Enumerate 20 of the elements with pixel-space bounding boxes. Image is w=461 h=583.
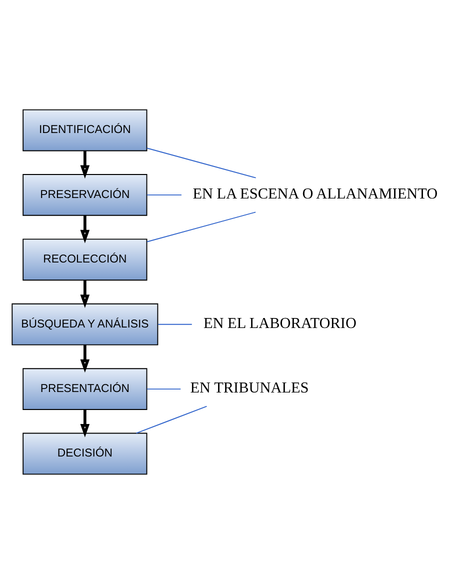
node-text: EN EL LABORATORIO [203,314,356,332]
node-box: BÚSQUEDA Y ANÁLISIS [12,302,158,345]
connector [146,211,256,242]
connector [146,388,182,390]
arrow [80,409,90,437]
arrow [80,150,90,178]
node-box: IDENTIFICACIÓN [22,108,148,151]
arrow [80,344,90,372]
arrow [80,214,90,243]
node-text: EN TRIBUNALES [190,379,309,396]
node-box: PRESENTACIÓN [22,368,148,410]
connector [158,323,192,324]
node-box: RECOLECCIÓN [22,238,148,280]
arrow [80,280,90,308]
node-text: EN LA ESCENA O ALLANAMIENTO [192,185,438,202]
connector [136,405,208,434]
connector [146,194,182,195]
node-box: PRESERVACIÓN [22,174,148,216]
connector [146,147,256,178]
node-box: DECISIÓN [22,432,148,474]
